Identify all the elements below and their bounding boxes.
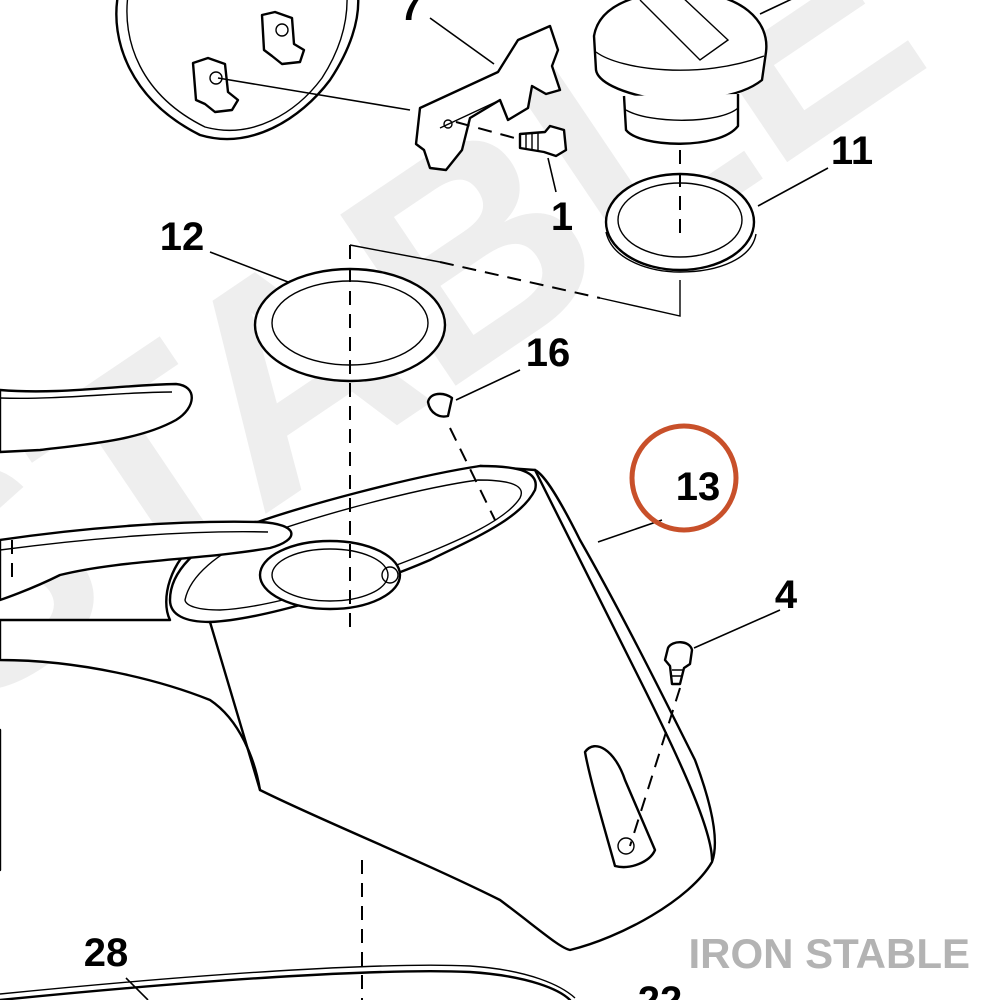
cable-drawing bbox=[0, 964, 576, 1000]
callout-16: 16 bbox=[526, 331, 571, 375]
leader-lines bbox=[125, 0, 829, 1000]
screw-drawing bbox=[663, 641, 694, 686]
trim-strip-drawing bbox=[0, 382, 193, 454]
plug-drawing bbox=[426, 392, 454, 418]
callout-7: 7 bbox=[400, 0, 422, 29]
callout-28: 28 bbox=[84, 931, 129, 975]
fuel-cap-drawing bbox=[592, 0, 768, 145]
tank-console-drawing bbox=[0, 464, 716, 952]
bolt-drawing bbox=[518, 124, 568, 158]
highlight-circle bbox=[629, 423, 739, 533]
edge-marks bbox=[0, 540, 13, 872]
callout-11: 11 bbox=[831, 129, 873, 173]
brand-label: IRON STABLE bbox=[688, 930, 970, 977]
callout-12: 12 bbox=[160, 215, 205, 259]
callout-1: 1 bbox=[551, 195, 573, 239]
bracket-drawing bbox=[414, 24, 562, 172]
callout-4: 4 bbox=[775, 573, 798, 617]
fender-panel-drawing bbox=[115, 0, 360, 141]
callout-22: 22 bbox=[638, 979, 683, 1000]
assembly-lines bbox=[349, 121, 681, 1000]
callout-13: 13 bbox=[676, 465, 721, 509]
